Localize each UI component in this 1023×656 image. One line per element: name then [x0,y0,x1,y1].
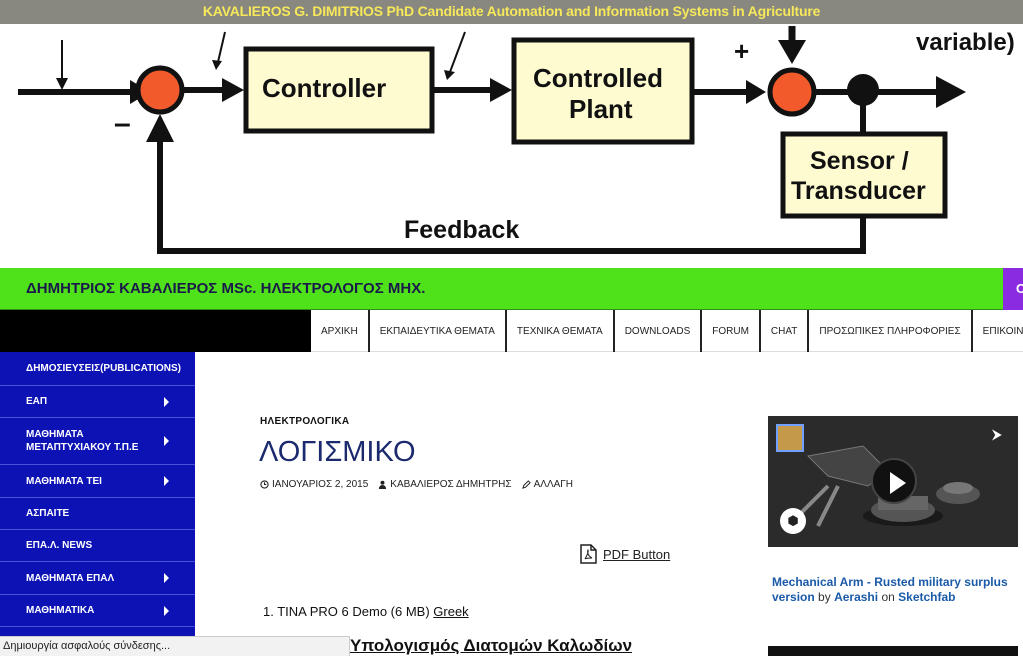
list-text: TINA PRO 6 Demo (6 MB) [277,604,430,619]
pdf-button-label: PDF Button [603,546,671,562]
nav-left-filler [0,310,311,352]
pencil-icon [521,480,531,489]
post-meta: ΙΑΝΟΥΑΡΙΟΣ 2, 2015 ΚΑΒΑΛΙΕΡΟΣ ΔΗΜΗΤΡΗΣ Α… [260,479,573,490]
sidebar-menu: ΔΗΜΟΣΙΕΥΣΕΙΣ(PUBLICATIONS) ΕΑΠ ΜΑΘΗΜΑΤΑ ΜΕ… [0,352,195,636]
diagram-sensor-label-2: Transducer [791,177,926,205]
sidebar-item-4[interactable]: ΑΣΠΑΙΤΕ [0,498,195,530]
post-category[interactable]: ΗΛΕΚΤΡΟΛΟΓΙΚΑ [260,416,350,427]
nav-item-1[interactable]: ΕΚΠΑΙΔΕΥΤΙΚΑ ΘΕΜΑΤΑ [370,310,507,352]
chevron-right-icon [164,436,169,446]
browser-status-bar: Δημιουργία ασφαλούς σύνδεσης... [0,636,350,656]
sidebar-item-1[interactable]: ΕΑΠ [0,386,195,418]
post-author[interactable]: ΚΑΒΑΛΙΕΡΟΣ ΔΗΜΗΤΡΗΣ [378,479,512,490]
widget-caption: Mechanical Arm - Rusted military surplus… [772,575,1012,605]
post-subheading[interactable]: Υπολογισμός Διατομών Καλωδίων [350,636,633,655]
sidebar-item-label: ΜΑΘΗΜΑΤΑ ΕΠΑΛ [26,572,115,584]
nav-item-6[interactable]: ΠΡΟΣΩΠΙΚΕΣ ΠΛΗΡΟΦΟΡΙΕΣ [809,310,973,352]
sidebar-item-3[interactable]: ΜΑΘΗΜΑΤΑ ΤΕΙ [0,465,195,498]
sidebar-item-2[interactable]: ΜΑΘΗΜΑΤΑ ΜΕΤΑΠΤΥΧΙΑΚΟΥ Τ.Π.Ε [0,418,195,465]
diagram-plant-label-1: Controlled [533,63,663,93]
diagram-variable-label: variable) [916,29,1015,56]
sidebar-item-6[interactable]: ΜΑΘΗΜΑΤΑ ΕΠΑΛ [0,562,195,595]
feedback-control-diagram: Controller Controlled Plant Sensor / Tra… [18,26,1015,254]
sketchfab-embed[interactable]: ⮞ ⬢ [768,416,1018,547]
sidebar-item-5[interactable]: ΕΠΑ.Λ. NEWS [0,530,195,562]
model-author-link[interactable]: Aerashi [834,590,879,604]
nav-item-5[interactable]: CHAT [761,310,810,352]
list-link-greek[interactable]: Greek [433,604,469,619]
sidebar-item-label: ΜΑΘΗΜΑΤΙΚΑ [26,605,95,616]
site-title-bar: ΔΗΜΗΤΡΙΟΣ ΚΑΒΑΛΙΕΡΟΣ MSc. ΗΛΕΚΤΡΟΛΟΓΟΣ Μ… [0,268,1003,310]
sidebar-item-label: ΕΠΑ.Λ. NEWS [26,540,93,551]
pdf-button[interactable]: PDF Button [580,544,670,564]
site-title[interactable]: ΔΗΜΗΤΡΙΟΣ ΚΑΒΑΛΙΕΡΟΣ MSc. ΗΛΕΚΤΡΟΛΟΓΟΣ Μ… [26,280,426,297]
nav-item-7[interactable]: ΕΠΙΚΟΙΝΩΝ [973,310,1023,352]
sidebar-item-label: ΕΑΠ [26,396,48,407]
chevron-right-icon [164,573,169,583]
sidebar-item-label: ΜΑΘΗΜΑΤΑ ΤΕΙ [26,475,102,487]
sidebar-item-label: ΔΗΜΟΣΙΕΥΣΕΙΣ(PUBLICATIONS) [26,363,182,374]
nav-item-3[interactable]: DOWNLOADS [615,310,703,352]
post-date[interactable]: ΙΑΝΟΥΑΡΙΟΣ 2, 2015 [260,479,368,490]
sidebar-item-label: ΜΑΘΗΜΑΤΑ ΜΕΤΑΠΤΥΧΙΑΚΟΥ Τ.Π.Ε [26,429,139,453]
share-icon[interactable]: ⮞ [991,426,1002,442]
caption-on: on [881,590,895,604]
diagram-sensor-label-1: Sensor / [810,147,909,175]
post-edit-text: ΑΛΛΑΓΗ [533,479,574,490]
nav-item-0[interactable]: ΑΡΧΙΚΗ [311,310,370,352]
post-title: ΛΟΓΙΣΜΙΚΟ [259,436,416,468]
site-bar-right-tab[interactable]: C [1003,268,1023,310]
diagram-plus-sign: + [734,36,749,66]
model-title-link[interactable]: Mechanical Arm - Rusted military surplus… [772,575,1008,604]
pdf-file-icon [580,544,597,564]
caption-by: by [818,590,831,604]
diagram-minus-sign: – [114,107,131,140]
cube-icon[interactable]: ⬢ [780,508,806,534]
nav-item-4[interactable]: FORUM [702,310,761,352]
sketchfab-link[interactable]: Sketchfab [898,590,956,604]
diagram-feedback-label: Feedback [404,216,519,244]
list-number: 1. [263,604,274,619]
post-date-text: ΙΑΝΟΥΑΡΙΟΣ 2, 2015 [272,479,369,490]
post-edit-link[interactable]: ΑΛΛΑΓΗ [521,479,574,490]
chevron-right-icon [164,605,169,616]
list-item: 1. TINA PRO 6 Demo (6 MB) Greek [263,604,469,619]
main-content: ΗΛΕΚΤΡΟΛΟΓΙΚΑ ΛΟΓΙΣΜΙΚΟ ΙΑΝΟΥΑΡΙΟΣ 2, 20… [195,352,767,656]
header-banner: Controller Controlled Plant Sensor / Tra… [0,0,1023,268]
sidebar-item-label: ΑΣΠΑΙΤΕ [26,508,70,519]
chevron-right-icon [164,396,169,407]
post-author-text: ΚΑΒΑΛΙΕΡΟΣ ΔΗΜΗΤΡΗΣ [390,479,512,490]
chevron-right-icon [164,476,169,486]
user-icon [379,480,387,489]
banner-title: KAVALIEROS G. DIMITRIOS PhD Candidate Au… [0,0,1023,24]
play-icon[interactable] [871,458,917,504]
diagram-controller-label: Controller [262,73,386,103]
next-widget-top [768,646,1018,656]
clock-icon [260,480,269,489]
nav-item-2[interactable]: ΤΕΧΝΙΚΑ ΘΕΜΑΤΑ [507,310,615,352]
sidebar-item-7[interactable]: ΜΑΘΗΜΑΤΙΚΑ [0,595,195,627]
author-avatar[interactable] [776,424,804,452]
diagram-plant-label-2: Plant [569,94,633,124]
sidebar-item-0[interactable]: ΔΗΜΟΣΙΕΥΣΕΙΣ(PUBLICATIONS) [0,352,195,386]
